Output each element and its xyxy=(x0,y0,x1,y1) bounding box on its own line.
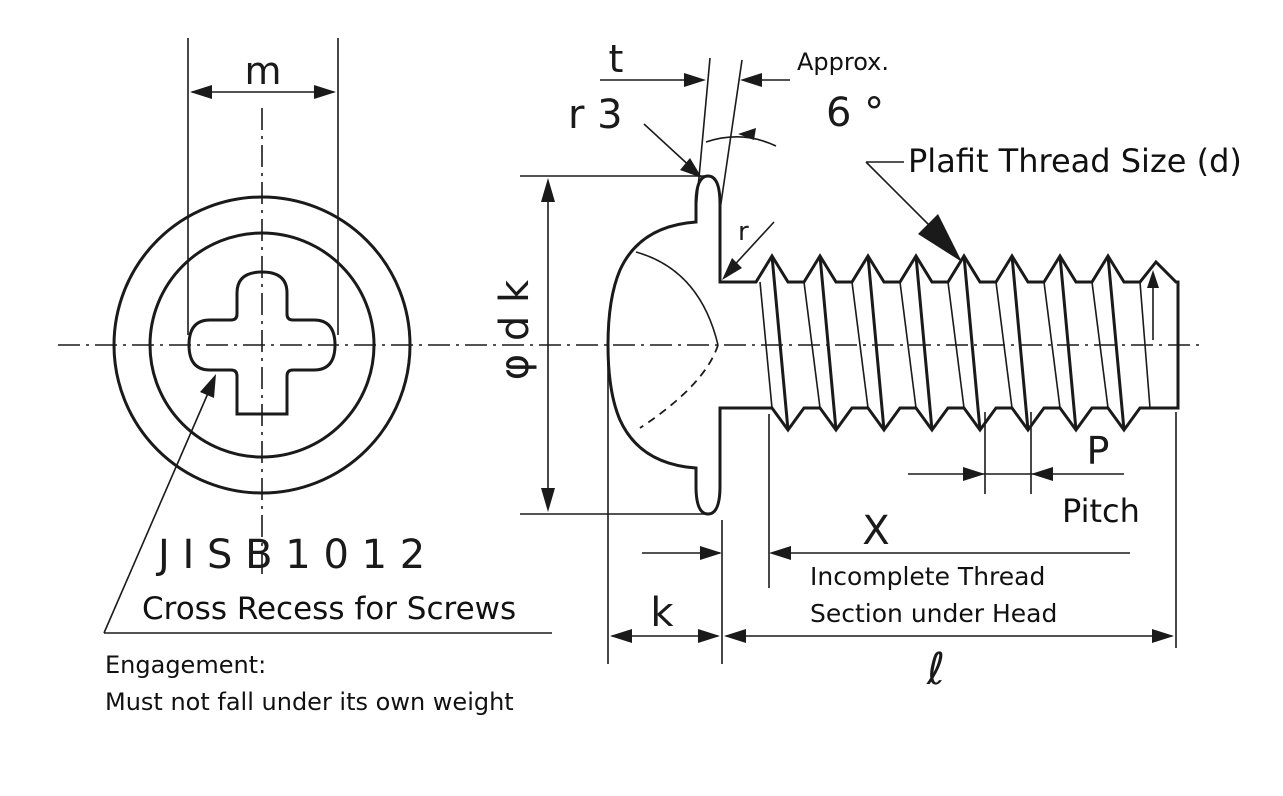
l-label: ℓ xyxy=(926,644,945,695)
pitch-label: Pitch xyxy=(1062,492,1140,530)
recess-leader-arrow xyxy=(200,374,216,398)
head-outline xyxy=(606,174,770,516)
t-arrow-right xyxy=(740,73,762,87)
r3-leader-line xyxy=(643,123,695,171)
x-arrow-right xyxy=(769,546,791,560)
engagement-text: Must not fall under its own weight xyxy=(105,688,514,716)
t-arrow-left xyxy=(684,73,706,87)
m-arrow-left xyxy=(190,85,212,99)
incomplete-thread-line1: Incomplete Thread xyxy=(810,562,1045,591)
k-label: k xyxy=(650,590,674,636)
t-extension-right xyxy=(719,59,743,211)
p-label: P xyxy=(1087,429,1110,473)
m-arrow-right xyxy=(314,85,336,99)
x-arrow-left xyxy=(700,546,722,560)
cross-recess-shape xyxy=(187,270,337,416)
side-view: φ d k t r 3 Approx. 6 ° r Plafit Thread … xyxy=(492,37,1242,695)
l-arrow-right xyxy=(1152,629,1174,643)
pitch-arrow-right xyxy=(1031,467,1053,481)
dk-arrow-bottom xyxy=(541,488,555,512)
angle-arrow xyxy=(738,128,756,140)
thread-size-leader-arrow xyxy=(918,214,962,262)
t-extension-left xyxy=(695,57,711,211)
x-label: X xyxy=(862,508,889,554)
outer-flange-circle xyxy=(112,195,412,495)
incomplete-thread-line2: Section under Head xyxy=(810,599,1057,628)
pitch-arrow-left xyxy=(963,467,985,481)
approx-label: Approx. xyxy=(797,48,889,76)
r-leader-arrow xyxy=(722,258,742,280)
k-arrow-left xyxy=(610,629,632,643)
dk-arrow-top xyxy=(541,178,555,202)
r3-label: r 3 xyxy=(568,92,623,138)
six-degree-label: 6 ° xyxy=(826,90,884,136)
thread-depth-arrow xyxy=(1147,270,1159,288)
t-label: t xyxy=(609,37,624,81)
jis-standard-label: J I S B 1 0 1 2 xyxy=(155,532,425,578)
thread-crest-lines xyxy=(759,255,1151,431)
cross-recess-label: Cross Recess for Screws xyxy=(142,591,516,627)
l-arrow-left xyxy=(724,629,746,643)
front-view: m J I S B 1 0 1 2 Cross Recess for Screw… xyxy=(58,38,1205,716)
phi-dk-label: φ d k xyxy=(492,279,538,380)
thread-size-label: Plafit Thread Size (d) xyxy=(908,142,1242,180)
m-label: m xyxy=(244,49,281,93)
shank-major-outline xyxy=(740,253,1180,433)
angle-arc xyxy=(705,136,777,147)
k-arrow-right xyxy=(698,629,720,643)
recess-depth-curve xyxy=(635,251,719,346)
recess-hidden-curve xyxy=(639,344,719,429)
r-label: r xyxy=(738,217,749,247)
head-circle xyxy=(148,231,376,459)
engagement-title: Engagement: xyxy=(105,651,266,679)
r3-leader-arrow xyxy=(680,158,702,178)
recess-leader-line xyxy=(103,383,213,634)
